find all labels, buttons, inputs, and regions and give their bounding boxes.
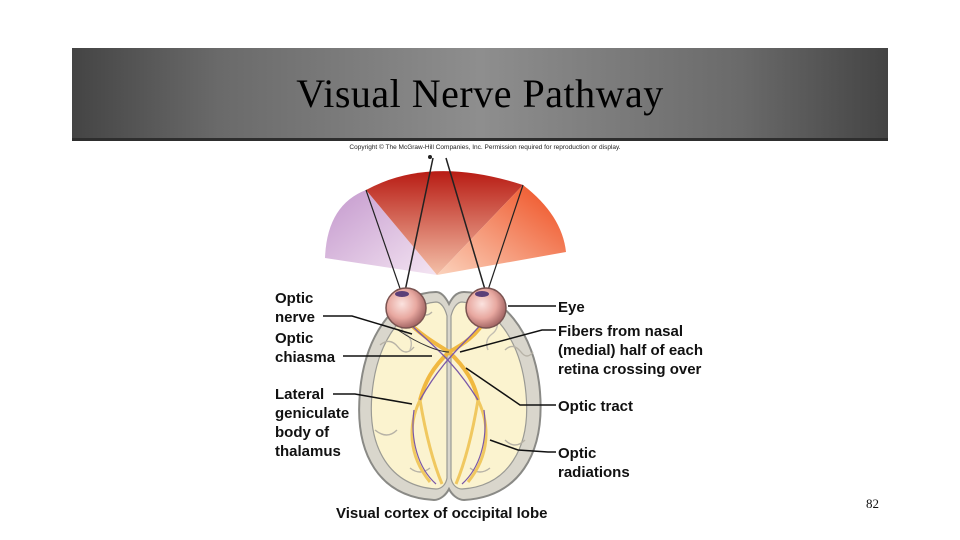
- copyright-notice: Copyright © The McGraw-Hill Companies, I…: [349, 144, 621, 151]
- label-optic-chiasma: Optic chiasma: [275, 330, 336, 366]
- visual-field: [325, 155, 566, 301]
- slide-title: Visual Nerve Pathway: [296, 71, 664, 116]
- leader-lines: [323, 305, 556, 453]
- left-eye: [385, 287, 427, 329]
- visual-field-right: [437, 185, 566, 275]
- eyes: [385, 287, 507, 329]
- visual-field-center: [366, 171, 523, 275]
- title-bar: Visual Nerve Pathway: [72, 48, 888, 141]
- optic-pathways: [397, 316, 488, 485]
- label-optic-nerve: Optic nerve: [275, 290, 316, 326]
- label-eye: Eye: [558, 299, 585, 316]
- label-visual-cortex: Visual cortex of occipital lobe: [336, 505, 548, 522]
- page-number: 82: [866, 496, 879, 511]
- right-eye: [465, 287, 507, 329]
- brain: [358, 290, 542, 502]
- label-lateral-geniculate: Lateral geniculate body of thalamus: [275, 386, 350, 460]
- label-optic-radiations: Optic radiations: [558, 445, 630, 481]
- label-optic-tract: Optic tract: [558, 398, 634, 415]
- label-fibers-nasal: Fibers from nasal (medial) half of each …: [558, 323, 704, 378]
